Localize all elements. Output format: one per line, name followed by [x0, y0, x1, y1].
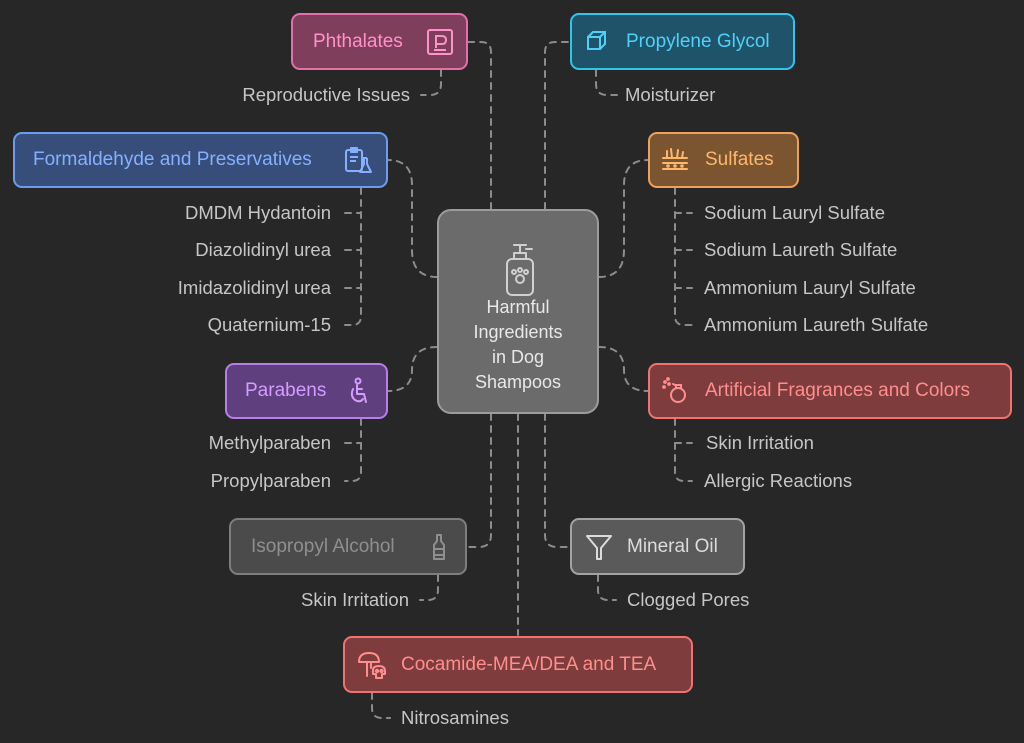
node-mineral-oil: Mineral Oil: [570, 518, 745, 575]
node-label: Parabens: [245, 380, 327, 401]
center-node: Harmful Ingredients in Dog Shampoos: [437, 209, 599, 414]
node-label: Sulfates: [705, 149, 774, 170]
node-label: Propylene Glycol: [626, 30, 770, 52]
person-seated-icon: [344, 376, 374, 406]
perfume-spray-icon: [660, 376, 690, 406]
node-isopropyl: Isopropyl Alcohol: [229, 518, 467, 575]
node-propylene-glycol: Propylene Glycol: [570, 13, 795, 70]
propylene-glycol-item: Moisturizer: [625, 84, 716, 105]
formaldehyde-item-3: Imidazolidinyl urea: [177, 277, 331, 298]
alcohol-bottle-icon: [424, 532, 454, 562]
node-phthalates: Phthalates: [291, 13, 468, 70]
cube-icon: [582, 27, 612, 57]
phthalates-item: Reproductive Issues: [242, 84, 410, 105]
formaldehyde-item-1: DMDM Hydantoin: [185, 202, 331, 223]
mushroom-skull-icon: [357, 650, 387, 680]
node-formaldehyde: Formaldehyde and Preservatives: [13, 132, 388, 188]
sulfates-item-3: Ammonium Lauryl Sulfate: [704, 277, 916, 298]
shampoo-bottle-icon: [506, 244, 534, 296]
node-sulfates: Sulfates: [648, 132, 799, 188]
clipboard-flask-icon: [343, 145, 373, 175]
sulfates-item-4: Ammonium Laureth Sulfate: [704, 314, 929, 335]
node-fragrances: Artificial Fragrances and Colors: [648, 363, 1012, 419]
node-label: Cocamide-MEA/DEA and TEA: [401, 653, 657, 675]
parabens-item-1: Methylparaben: [208, 432, 331, 453]
parabens-item-2: Propylparaben: [210, 470, 331, 491]
cocamide-item: Nitrosamines: [401, 707, 509, 728]
node-label: Mineral Oil: [627, 535, 718, 557]
formaldehyde-item-4: Quaternium-15: [207, 314, 331, 335]
node-cocamide: Cocamide-MEA/DEA and TEA: [343, 636, 693, 693]
mineral-oil-item: Clogged Pores: [627, 589, 750, 610]
center-title: Harmful Ingredients in Dog Shampoos: [473, 297, 563, 392]
node-label: Isopropyl Alcohol: [251, 535, 395, 557]
node-label: Phthalates: [313, 30, 403, 52]
funnel-icon: [584, 532, 614, 562]
formaldehyde-item-2: Diazolidinyl urea: [195, 239, 331, 260]
node-label: Formaldehyde and Preservatives: [33, 149, 312, 170]
sulfates-item-2: Sodium Laureth Sulfate: [704, 239, 898, 260]
fragrances-item-1: Skin Irritation: [706, 432, 814, 453]
isopropyl-item: Skin Irritation: [301, 589, 409, 610]
node-parabens: Parabens: [225, 363, 388, 419]
node-label: Artificial Fragrances and Colors: [705, 380, 971, 401]
sulfates-item-1: Sodium Lauryl Sulfate: [704, 202, 885, 223]
fragrances-item-2: Allergic Reactions: [704, 470, 853, 491]
parking-p-icon: [425, 27, 455, 57]
skin-layers-icon: [660, 145, 690, 175]
